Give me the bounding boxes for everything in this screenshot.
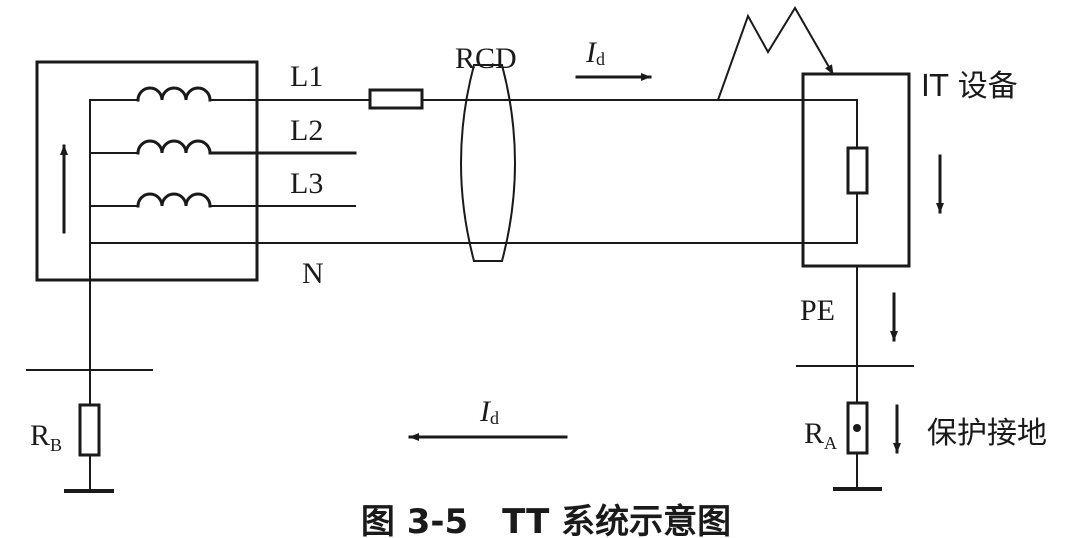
equipment-load-resistor [846, 146, 869, 195]
label-pe: PE [800, 294, 835, 327]
label-rb: RB [30, 419, 62, 455]
label-id-bottom: Id [479, 395, 499, 428]
label-rcd: RCD [455, 42, 517, 75]
winding-coil-l2 [136, 139, 212, 155]
label-it-equipment: IT 设备 [921, 69, 1018, 104]
label-ra: RA [804, 417, 837, 453]
resistor-rb [78, 403, 101, 457]
winding-coil-l1 [136, 86, 212, 102]
label-id-top: Id [585, 36, 605, 69]
label-n: N [302, 257, 324, 290]
rcd-core [460, 64, 516, 262]
source-transformer [35, 60, 259, 282]
transformer-box [35, 60, 259, 282]
label-l2: L2 [290, 114, 323, 147]
fault-path [716, 6, 835, 102]
fuse [368, 88, 424, 110]
winding-coil-l3 [136, 192, 212, 208]
figure-caption: 图 3-5 TT 系统示意图 [361, 502, 731, 538]
it-equipment [801, 72, 911, 268]
label-protective-earthing: 保护接地 [927, 416, 1047, 451]
ra-dot [853, 424, 861, 432]
label-l3: L3 [290, 167, 323, 200]
label-l1: L1 [290, 60, 323, 93]
